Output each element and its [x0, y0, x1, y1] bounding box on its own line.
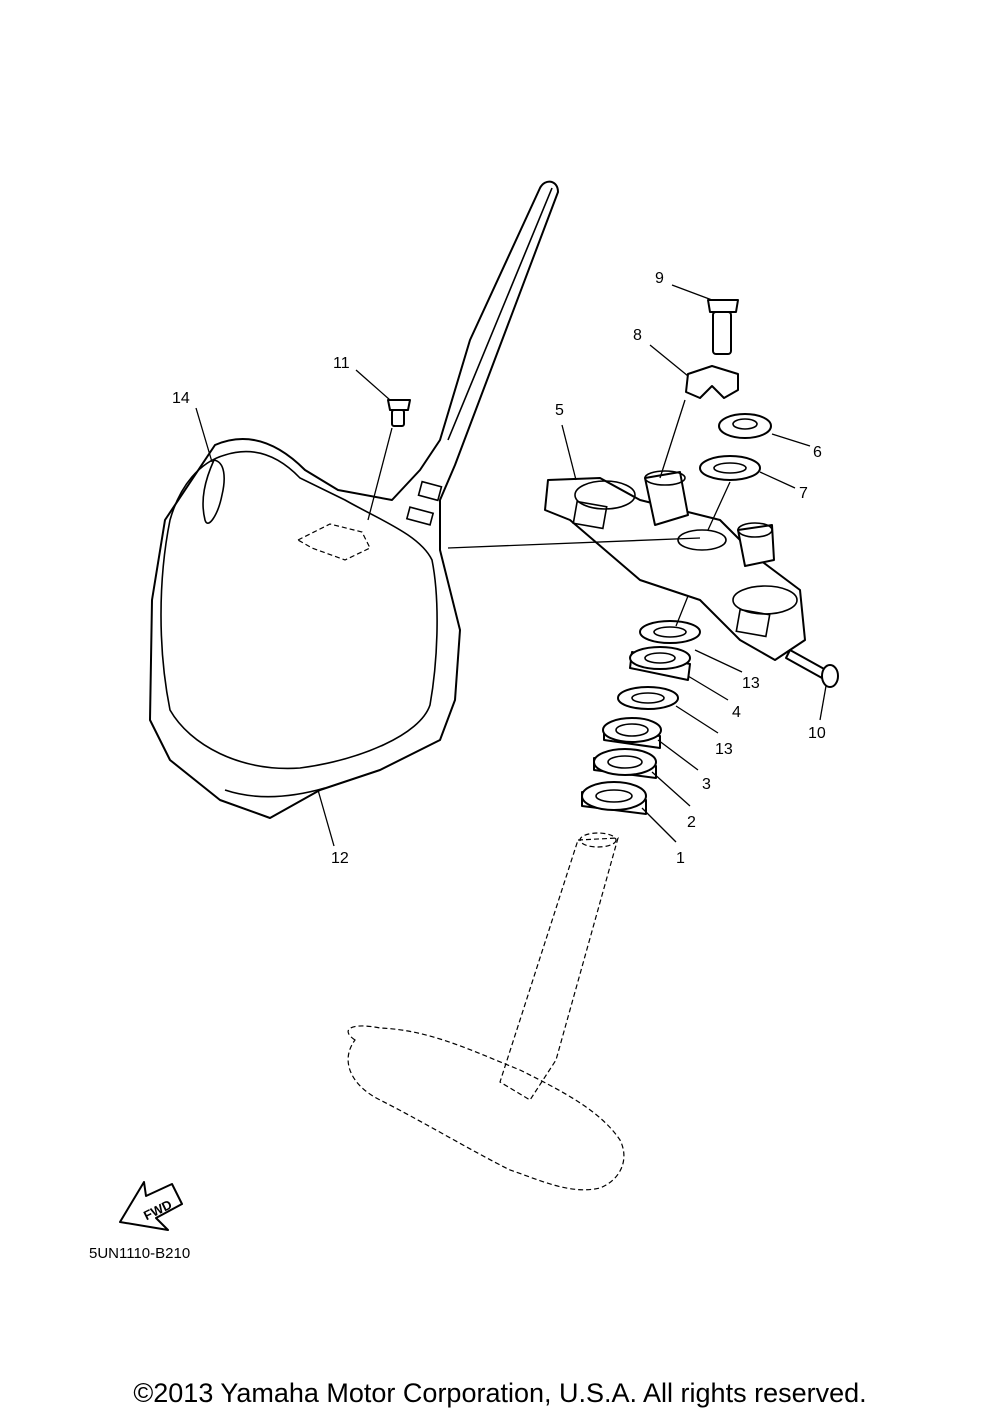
copyright-notice: ©2013 Yamaha Motor Corporation, U.S.A. A…	[133, 1378, 867, 1408]
callout-12: 11	[333, 355, 350, 372]
lower-bracket-steering-stem	[347, 832, 625, 1191]
forward-arrow-icon: FWD	[119, 1181, 183, 1231]
callout-10: 10	[808, 725, 826, 742]
crown-nut	[718, 413, 772, 439]
bearing-3	[602, 717, 662, 749]
upper-bracket	[544, 470, 806, 661]
number-plate	[149, 180, 559, 819]
callout-9: 9	[655, 270, 664, 287]
callout-13-upper: 13	[742, 675, 760, 692]
callout-14: 14	[172, 390, 190, 407]
callout-6: 6	[813, 444, 822, 461]
callout-13-lower: 13	[715, 741, 733, 758]
part-code: 5UN1110-B210	[89, 1245, 190, 1262]
bearing-2	[593, 748, 657, 779]
callout-4: 4	[732, 704, 741, 721]
washer-7	[699, 455, 761, 481]
bearing-1	[581, 781, 647, 815]
callout-7: 7	[799, 485, 808, 502]
callout-1: 1	[676, 850, 685, 867]
callout-8: 8	[633, 327, 642, 344]
washer-13-upper	[639, 620, 701, 644]
callout-5: 5	[555, 402, 564, 419]
leader-lines	[195, 284, 827, 847]
assembly-lines	[367, 399, 731, 627]
callout-11: 12	[331, 850, 349, 867]
washer-13-lower	[617, 686, 679, 710]
handlebar-holder	[685, 365, 739, 399]
callout-2: 2	[687, 814, 696, 831]
ring-nut-4	[629, 646, 691, 681]
callout-3: 3	[702, 776, 711, 793]
plate-bolt	[387, 399, 411, 427]
pinch-bolt	[785, 649, 839, 688]
callout-labels: 9 8 6 7 5 11 14 13 4 13 3 2 1 10 12	[172, 270, 826, 867]
top-bolt	[707, 299, 739, 355]
